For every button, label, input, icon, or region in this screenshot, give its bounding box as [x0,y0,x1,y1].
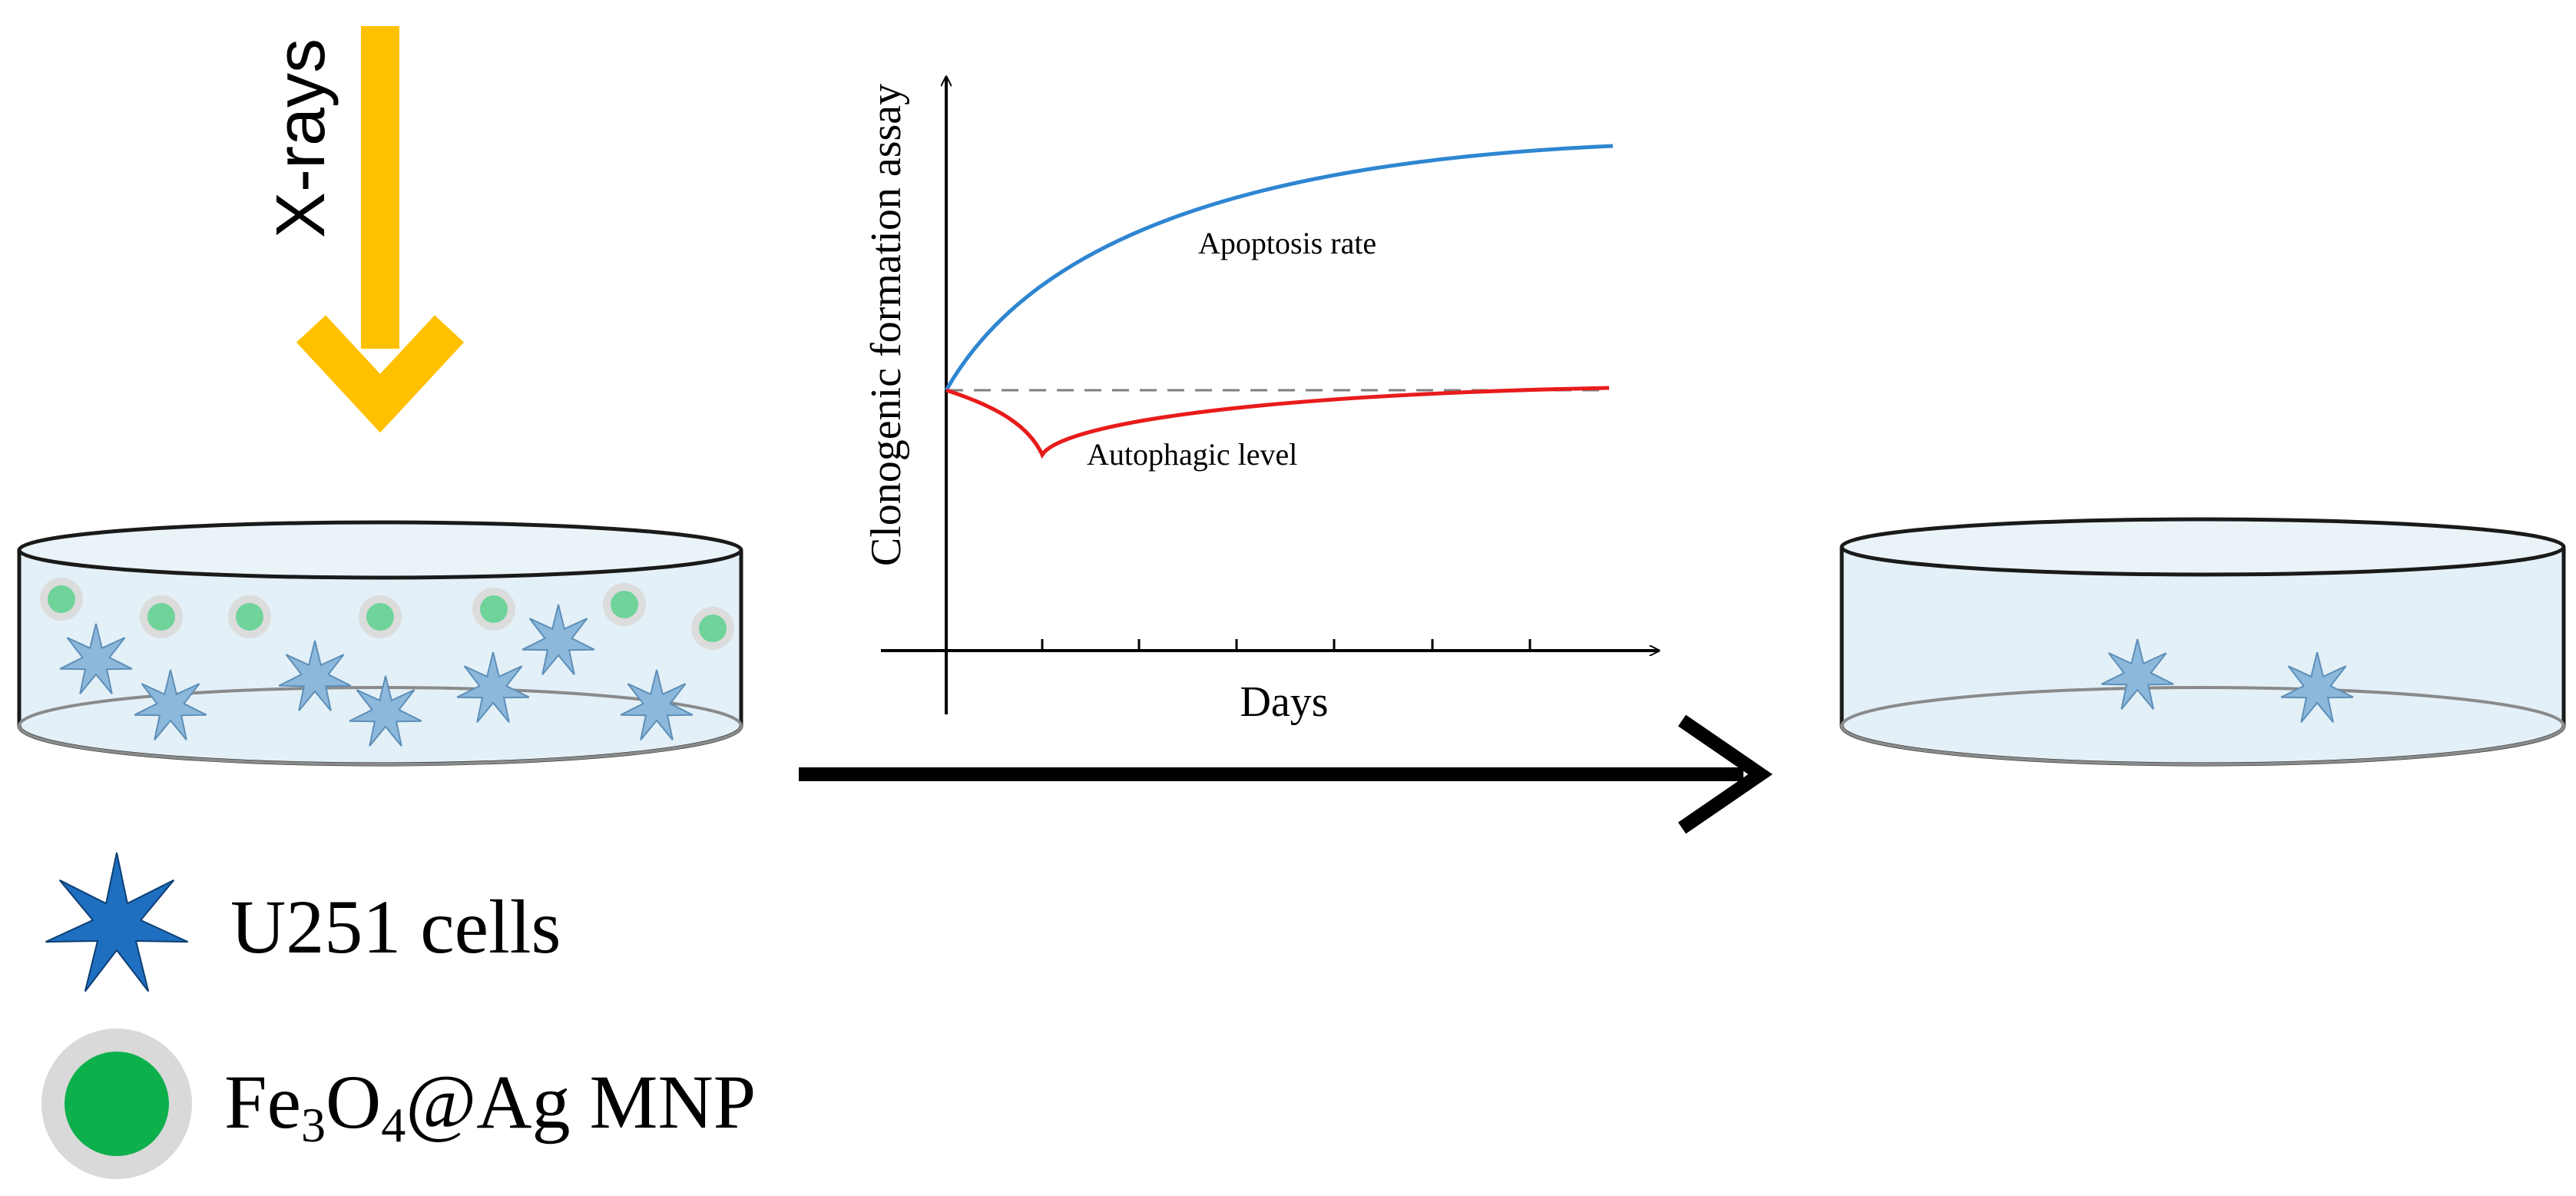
apoptosis-label: Apoptosis rate [1198,226,1376,260]
legend-cells-label: U251 cells [230,884,561,969]
dish-top-rim [1839,517,2566,577]
u251-cell [134,669,207,740]
xray-arrow-head [296,315,465,433]
u251-cell [620,669,694,740]
cells-group-before [59,604,694,747]
u251-cell [59,623,133,694]
nanoparticle [359,595,402,638]
u251-cell [278,640,352,711]
autophagy-label: Autophagic level [1087,437,1297,472]
nanoparticle [140,595,183,638]
xray-arrow-shaft [361,26,399,349]
assay-graph: Apoptosis rate Autophagic level Clonogen… [863,77,1659,726]
u251-cell [2280,651,2354,723]
u251-cell [521,604,595,675]
nanoparticle [472,588,515,631]
x-axis-ticks [1041,639,1531,651]
legend-mnp-label: Fe3O4@Ag MNP [224,1059,756,1152]
nanoparticles-group [40,578,734,650]
apoptosis-curve [944,144,1614,392]
legend: U251 cells Fe3O4@Ag MNP [41,852,756,1179]
cell-star-icon [45,852,189,992]
nanoparticle [691,607,734,650]
culture-dish-before [17,520,743,767]
nanoparticle [603,583,646,626]
y-axis-label: Clonogenic formation assay [863,84,910,566]
dish-top-rim [17,520,743,580]
nanoparticle [40,578,83,621]
x-axis-label: Days [1240,678,1328,726]
u251-cell-legend-star [45,852,189,992]
process-arrow [799,714,1773,834]
autophagy-curve [945,386,1610,459]
culture-dish-after [1839,517,2566,767]
u251-cell [349,675,422,747]
u251-cell [2101,638,2174,710]
xray-beam: X-rays [263,26,465,433]
cells-group-after [2101,638,2354,723]
dish-bottom-rim [1840,686,2565,766]
u251-cell [456,651,530,723]
nanoparticle-icon [41,1029,192,1179]
dish-bottom-rim [18,686,743,766]
xray-label: X-rays [263,38,339,238]
nanoparticle [228,595,271,638]
